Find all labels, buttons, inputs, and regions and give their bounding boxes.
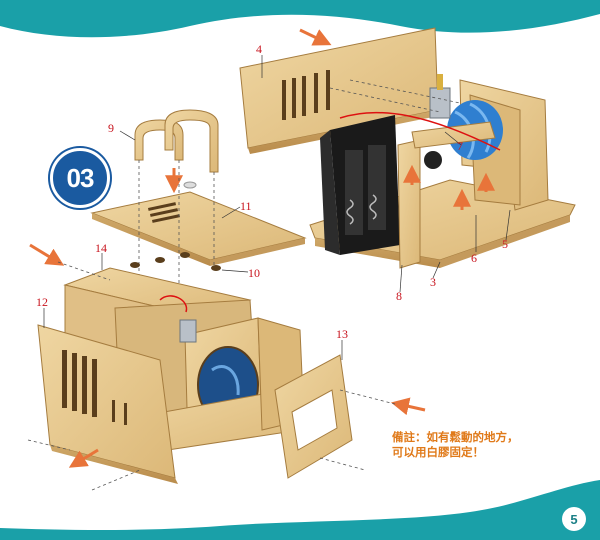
label-8: 8 [396,289,402,303]
top-left-exploded-parts [90,109,307,300]
leader-lines [43,55,511,360]
header-wave [0,0,600,38]
label-13: 13 [336,327,348,341]
glue-note-line2: 可以用白膠固定！ [392,445,484,459]
label-6: 6 [471,251,477,265]
label-3: 3 [430,275,436,289]
handle-9a [134,119,184,161]
part-labels: 4 9 7 11 5 6 3 8 14 10 12 13 [36,42,511,360]
label-12: 12 [36,295,48,309]
label-10: 10 [248,266,260,280]
label-7: 7 [457,139,463,153]
glue-note: 備註：如有鬆動的地方， 可以用白膠固定！ [392,430,522,460]
handle-9b [164,109,219,173]
label-5: 5 [502,237,508,251]
upright-8 [397,139,421,269]
switch-board-7 [411,121,496,149]
footer-wave [0,480,600,540]
pegs-10 [130,252,221,271]
bottom-left-assembly [27,243,426,491]
page-number: 5 [562,507,586,531]
step-badge: 03 [50,148,110,208]
label-14: 14 [95,241,107,255]
label-9: 9 [108,121,114,135]
top-right-assembly [239,27,576,269]
label-11: 11 [240,199,252,213]
label-4: 4 [256,42,262,56]
battery-box [320,115,400,255]
glue-note-line1: 備註：如有鬆動的地方， [392,430,519,444]
